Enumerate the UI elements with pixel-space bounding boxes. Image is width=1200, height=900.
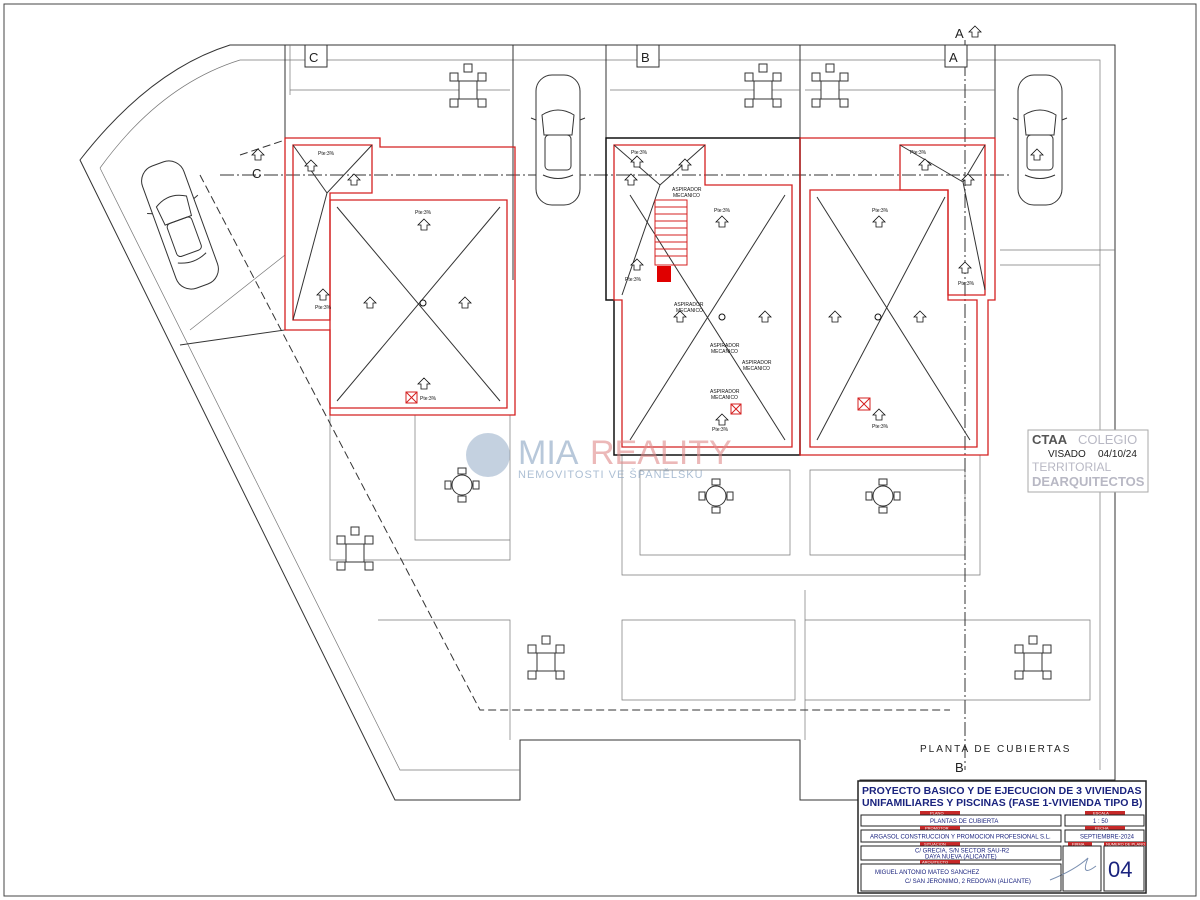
roof-house-a — [799, 137, 996, 456]
svg-text:UNIFAMILIARES Y PISCINAS (FASE: UNIFAMILIARES Y PISCINAS (FASE 1-VIVIEND… — [862, 797, 1142, 809]
svg-text:Pte:3%: Pte:3% — [415, 210, 432, 216]
skylight-icon — [405, 391, 418, 404]
svg-text:ASPIRADOR: ASPIRADOR — [672, 187, 702, 193]
svg-text:PLANTAS DE CUBIERTA: PLANTAS DE CUBIERTA — [930, 819, 998, 825]
svg-text:REALITY: REALITY — [590, 434, 732, 472]
svg-text:B: B — [641, 50, 650, 65]
drain-icon — [419, 299, 427, 307]
svg-text:ASPIRADOR: ASPIRADOR — [674, 302, 704, 308]
sheet-frame — [3, 3, 1197, 897]
svg-text:04/10/24: 04/10/24 — [1098, 449, 1137, 460]
svg-text:ASPIRADOR: ASPIRADOR — [710, 389, 740, 395]
svg-text:NUMERO DE PLANO: NUMERO DE PLANO — [1106, 842, 1145, 847]
svg-text:Pte:3%: Pte:3% — [958, 281, 975, 287]
svg-text:PLANO: PLANO — [930, 811, 944, 816]
table-chairs-icon — [527, 635, 565, 680]
svg-text:A: A — [949, 50, 958, 65]
svg-text:FIRMA: FIRMA — [1072, 842, 1085, 847]
svg-text:Pte:3%: Pte:3% — [910, 150, 927, 156]
svg-text:Pte:3%: Pte:3% — [714, 208, 731, 214]
svg-text:04: 04 — [1108, 857, 1132, 882]
svg-text:B: B — [955, 760, 964, 775]
table-chairs-icon — [449, 63, 487, 108]
svg-text:MIA: MIA — [518, 434, 579, 472]
svg-text:TERRITORIAL: TERRITORIAL — [1032, 460, 1111, 474]
svg-text:C/ SAN JERONIMO, 2 REDOVAN (AL: C/ SAN JERONIMO, 2 REDOVAN (ALICANTE) — [905, 879, 1031, 885]
dashed-outline — [199, 139, 950, 711]
svg-text:PROYECTO BASICO Y DE EJECUCION: PROYECTO BASICO Y DE EJECUCION DE 3 VIVI… — [862, 785, 1142, 797]
svg-text:CTAA: CTAA — [1032, 432, 1068, 447]
svg-text:Pte:3%: Pte:3% — [625, 277, 642, 283]
round-table-icon — [865, 478, 901, 514]
svg-text:MECANICO: MECANICO — [743, 366, 770, 372]
svg-text:1 : 50: 1 : 50 — [1093, 819, 1109, 825]
round-table-icon — [698, 478, 734, 514]
svg-text:Pte:3%: Pte:3% — [315, 305, 332, 311]
title-block: PROYECTO BASICO Y DE EJECUCION DE 3 VIVI… — [857, 780, 1147, 894]
svg-text:Pte:3%: Pte:3% — [712, 427, 729, 433]
slope-arrows — [251, 25, 1044, 426]
axis-lines — [220, 40, 1010, 770]
drain-icon — [874, 313, 882, 321]
svg-text:Pte:3%: Pte:3% — [420, 396, 437, 402]
section-marker-c: C C — [252, 44, 328, 181]
skylight-icon — [730, 403, 742, 415]
svg-text:ASPIRADOR: ASPIRADOR — [742, 360, 772, 366]
skylight-icon — [857, 397, 871, 411]
svg-text:Pte:3%: Pte:3% — [318, 151, 335, 157]
svg-text:ASPIRADOR: ASPIRADOR — [710, 343, 740, 349]
svg-text:MECANICO: MECANICO — [673, 193, 700, 199]
car-icon — [1012, 74, 1068, 206]
watermark-logo-icon — [466, 433, 510, 477]
svg-text:SITUACION: SITUACION — [924, 842, 946, 847]
svg-text:MECANICO: MECANICO — [676, 308, 703, 314]
svg-text:Pte:3%: Pte:3% — [872, 424, 889, 430]
site-boundary — [79, 44, 1116, 801]
svg-text:C: C — [309, 50, 318, 65]
approval-stamp: CTAA COLEGIO VISADO 04/10/24 TERRITORIAL… — [1027, 429, 1149, 493]
table-chairs-icon — [811, 63, 849, 108]
svg-text:MECANICO: MECANICO — [711, 349, 738, 355]
svg-text:C/ GRECIA, S/N SECTOR SAU-R2: C/ GRECIA, S/N SECTOR SAU-R2 — [915, 849, 1010, 855]
svg-text:ARGASOL CONSTRUCCION Y PROMOCI: ARGASOL CONSTRUCCION Y PROMOCION PROFESI… — [870, 835, 1051, 841]
svg-text:MECANICO: MECANICO — [711, 395, 738, 401]
svg-text:C: C — [252, 166, 261, 181]
svg-text:NEMOVITOSTI VE ŠPANĚLSKU: NEMOVITOSTI VE ŠPANĚLSKU — [518, 468, 704, 481]
svg-text:DEARQUITECTOS: DEARQUITECTOS — [1032, 474, 1145, 489]
table-chairs-icon — [1014, 635, 1052, 680]
drain-icon — [718, 313, 726, 321]
plan-title: PLANTA DE CUBIERTAS — [920, 744, 1071, 755]
section-marker-b: B B — [636, 44, 964, 775]
stairs-icon — [654, 199, 688, 282]
svg-text:Pte:3%: Pte:3% — [631, 150, 648, 156]
svg-text:Pte:3%: Pte:3% — [872, 208, 889, 214]
svg-text:ARQUITECTO: ARQUITECTO — [922, 860, 948, 865]
svg-text:MIGUEL ANTONIO MATEO SANCHEZ: MIGUEL ANTONIO MATEO SANCHEZ — [875, 870, 980, 876]
car-icon — [530, 74, 586, 206]
svg-text:FECHA: FECHA — [1095, 826, 1109, 831]
svg-text:SEPTIEMBRE-2024: SEPTIEMBRE-2024 — [1080, 835, 1135, 841]
table-chairs-icon — [744, 63, 782, 108]
table-chairs-icon — [336, 526, 374, 571]
watermark: MIA REALITY NEMOVITOSTI VE ŠPANĚLSKU — [466, 433, 732, 481]
svg-text:VISADO: VISADO — [1048, 449, 1086, 460]
slope-labels: Pte:3% Pte:3% Pte:3% Pte:3% Pte:3% Pte:3… — [315, 150, 975, 433]
roof-house-c — [284, 137, 516, 416]
svg-text:DAYA NUEVA (ALICANTE): DAYA NUEVA (ALICANTE) — [925, 855, 997, 861]
svg-text:A: A — [955, 26, 964, 41]
round-table-icon — [444, 467, 480, 503]
signature-icon — [1049, 857, 1097, 881]
svg-text:COLEGIO: COLEGIO — [1078, 432, 1137, 447]
svg-text:PROMOTOR: PROMOTOR — [925, 826, 949, 831]
roof-house-b — [605, 137, 801, 456]
car-icon — [131, 154, 229, 296]
section-marker-a: A A — [944, 26, 968, 68]
svg-text:ESCALA: ESCALA — [1093, 811, 1109, 816]
